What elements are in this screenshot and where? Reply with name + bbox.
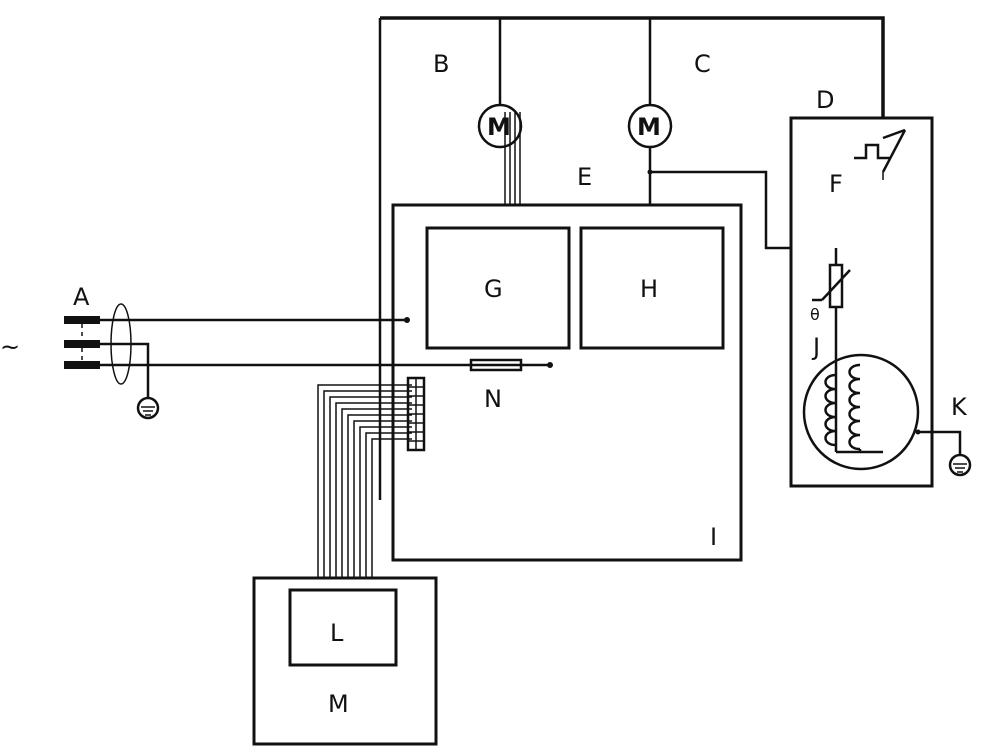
label-b: B (433, 50, 449, 78)
label-k: K (951, 393, 968, 421)
label-c: C (694, 50, 711, 78)
label-d: D (816, 86, 834, 114)
motor-g-symbol: M (487, 113, 511, 141)
coil-icon-2 (848, 363, 861, 451)
ground-icon-a (136, 396, 160, 420)
ground-k-wire (918, 430, 962, 455)
coil-icon (824, 373, 837, 447)
label-l: L (330, 619, 344, 647)
module-h (579, 226, 725, 350)
switch-icon (854, 128, 907, 180)
label-i: I (710, 523, 717, 551)
connector-block (406, 376, 426, 452)
label-h: H (640, 275, 658, 303)
motor-h-symbol: M (637, 113, 661, 141)
label-n: N (484, 385, 502, 413)
ground-icon (948, 453, 972, 477)
enclosure-d (789, 116, 934, 488)
top-bus-wire (380, 16, 885, 138)
display-l (288, 588, 398, 667)
label-a: A (73, 283, 90, 311)
theta-symbol: θ (810, 305, 820, 324)
thermistor-icon (812, 248, 851, 452)
ribbon-cable (317, 384, 412, 578)
module-g (425, 226, 571, 350)
ac-source-symbol: ~ (0, 333, 20, 361)
fuse-n (469, 358, 523, 372)
label-j: J (811, 333, 820, 361)
ground-a-wire (100, 342, 150, 398)
label-f: F (829, 170, 843, 198)
label-m: M (328, 690, 349, 718)
compressor-motor-icon (802, 353, 920, 471)
label-g: G (484, 275, 503, 303)
label-e: E (577, 163, 592, 191)
